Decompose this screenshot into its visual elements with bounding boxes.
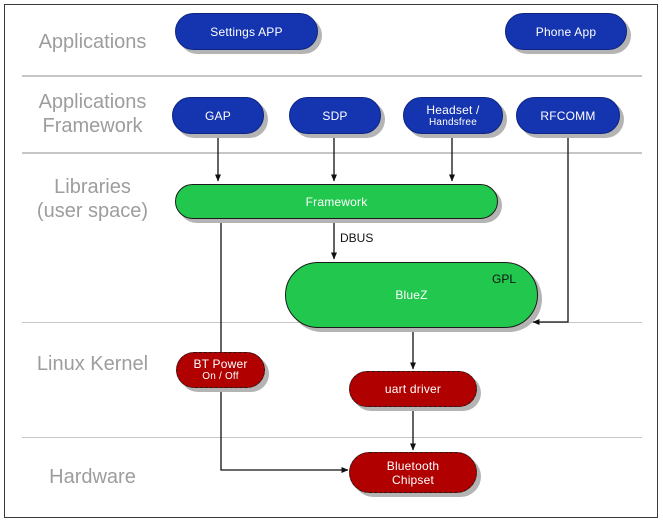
node-label-bluez: BlueZ xyxy=(395,288,428,302)
node-framework[interactable]: Framework xyxy=(175,184,502,223)
node-phone-app[interactable]: Phone App xyxy=(505,13,631,54)
node-body xyxy=(516,97,620,134)
divider-applications-bottom xyxy=(22,75,642,77)
node-sublabel-bluetooth-chipset: Chipset xyxy=(391,472,435,487)
node-label-headset-handsfree: Headset / xyxy=(426,102,480,117)
node-tag-gpl: GPL xyxy=(491,272,516,286)
layer-label-applications: Applications xyxy=(38,31,147,53)
node-body xyxy=(172,97,264,134)
edge-label-dbus: DBUS xyxy=(340,231,374,245)
node-label-sdp: SDP xyxy=(322,108,348,123)
layer-label-libraries: Libraries (user space) xyxy=(36,176,149,222)
diagram-frame-border xyxy=(4,4,658,518)
divider-framework-bottom xyxy=(22,152,642,154)
node-body xyxy=(403,97,503,134)
node-body xyxy=(349,371,477,407)
node-body xyxy=(505,13,627,50)
node-settings-app[interactable]: Settings APP xyxy=(175,13,322,54)
layer-label-applications-framework: Applications Framework xyxy=(38,91,147,137)
node-bluez[interactable]: GPL BlueZ xyxy=(285,262,542,332)
node-uart-driver[interactable]: uart driver xyxy=(349,371,481,411)
node-sdp[interactable]: SDP xyxy=(289,97,385,138)
node-body xyxy=(289,97,381,134)
node-label-framework: Framework xyxy=(305,194,368,209)
node-sublabel-headset-handsfree: Handsfree xyxy=(429,116,477,128)
node-bt-power[interactable]: BT Power On / Off xyxy=(176,352,269,392)
node-label-uart-driver: uart driver xyxy=(384,382,442,396)
node-body xyxy=(175,13,318,50)
node-label-phone-app: Phone App xyxy=(535,24,597,39)
node-bluetooth-chipset[interactable]: Bluetooth Chipset xyxy=(349,452,481,497)
layer-label-hardware: Hardware xyxy=(49,466,136,488)
node-label-gap: GAP xyxy=(205,108,231,123)
node-gap[interactable]: GAP xyxy=(172,97,268,138)
node-headset-handsfree[interactable]: Headset / Handsfree xyxy=(403,97,507,138)
node-label-bt-power: BT Power xyxy=(193,357,248,371)
node-body xyxy=(349,452,477,493)
node-sublabel-bt-power: On / Off xyxy=(202,371,239,382)
node-rfcomm[interactable]: RFCOMM xyxy=(516,97,624,138)
divider-kernel-bottom xyxy=(22,437,642,438)
node-label-rfcomm: RFCOMM xyxy=(540,108,596,123)
layer-label-linux-kernel: Linux Kernel xyxy=(36,353,149,375)
node-label-settings-app: Settings APP xyxy=(210,24,283,39)
node-label-bluetooth-chipset: Bluetooth xyxy=(386,458,440,473)
